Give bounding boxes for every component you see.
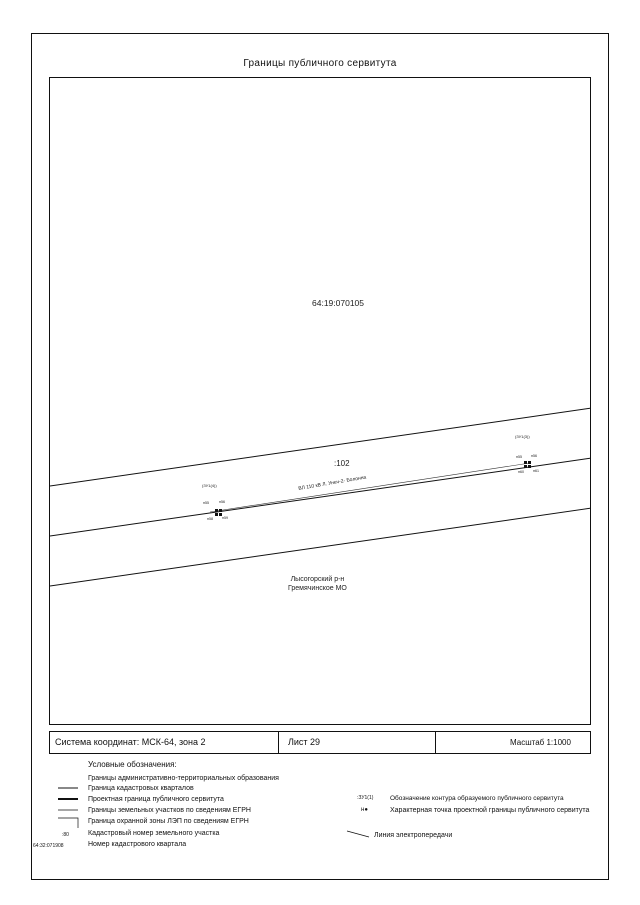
point-label: н60 [518,470,524,474]
quarter-number-symbol: 64:32:071908 [33,843,64,849]
power-line-symbol [346,830,370,838]
parcel-number-symbol: :80 [62,832,69,838]
point-label: н55 [516,455,522,459]
divider [435,732,436,753]
strip-boundary-bottom [50,507,590,587]
legend-item: Линия электропередачи [374,832,453,839]
point-label: н56 [531,454,537,458]
legend-item: Обозначение контура образуемого публично… [390,795,564,802]
map-sheet-frame [31,33,609,880]
legend-symbols [58,787,79,828]
sheet-number: Лист 29 [288,737,321,747]
district-name: Лысогорский р-н [290,576,345,583]
legend-item: Границы земельных участков по сведениям … [88,807,251,814]
map-area[interactable]: 64:19:070105 :102 ВЛ 110 кВ Л. Унеч-2- Б… [49,77,591,725]
contour-label-left: (ЗУ1(4)) [202,483,217,488]
legend-item: Границы административно-территориальных … [88,775,279,782]
point-label: н56 [219,500,225,504]
point-label: н59 [222,516,228,520]
point-label: н55 [203,501,209,505]
legend-item: Номер кадастрового квартала [88,841,187,848]
point-label: н58 [207,517,213,521]
servitude-points-right [524,461,531,468]
map-drawing [50,407,590,587]
map-title: Границы публичного сервитута [243,58,397,69]
info-bar: Система координат: МСК-64, зона 2 Лист 2… [49,731,591,754]
contour-label-right: (ЗУ1(3)) [515,434,530,439]
legend-item: Кадастровый номер земельного участка [88,830,220,837]
contour-symbol: :ЗУ1(1) [357,795,374,801]
strip-boundary-top [50,407,590,487]
protection-zone-symbol [58,817,79,828]
cadastral-quarter-label: 64:19:070105 [312,298,364,308]
point-symbol: н● [361,807,368,813]
legend-heading: Условные обозначения: [88,760,177,769]
power-line [209,462,531,513]
district-label: Лысогорский р-н Гремячинское МО [288,575,347,593]
point-label: н61 [533,469,539,473]
legend-item: Граница охранной зоны ЛЭП по сведениям Е… [88,818,249,825]
coordinate-system: Система координат: МСК-64, зона 2 [55,737,206,747]
legend-item: Проектная граница публичного сервитута [88,796,224,803]
legend-item: Граница кадастровых кварталов [88,785,194,792]
parcel-number-label: :102 [334,459,350,468]
municipality-name: Гремячинское МО [288,585,347,592]
strip-boundary-middle [50,457,590,537]
divider [278,732,279,753]
legend-item: Характерная точка проектной границы публ… [390,807,590,814]
servitude-points-left [215,509,222,516]
map-scale: Масштаб 1:1000 [510,738,571,747]
